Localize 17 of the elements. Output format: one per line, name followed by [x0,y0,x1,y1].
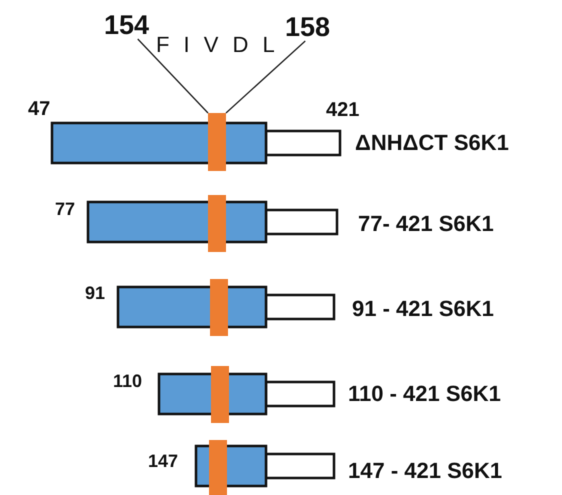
construct-name: 110 - 421 S6K1 [348,383,501,405]
residue-number: 421 [326,100,360,120]
construct-name: 77- 421 S6K1 [358,213,494,235]
residue-number: 77 [55,200,76,218]
residue-number: 154 [104,12,150,39]
residue-number: 110 [113,372,142,390]
residue-number: 91 [85,284,106,302]
construct-name: 91 - 421 S6K1 [352,298,494,320]
motif-band [208,113,226,171]
residue-number: 147 [148,452,178,470]
residue-number: 158 [285,14,330,41]
sequence-text: F I V D L [156,34,279,56]
leader-line [137,38,208,114]
leader-line [226,40,306,114]
construct-name: ΔNHΔCT S6K1 [355,132,509,154]
residue-number: 47 [28,99,50,119]
construct-name: 147 - 421 S6K1 [348,460,502,482]
